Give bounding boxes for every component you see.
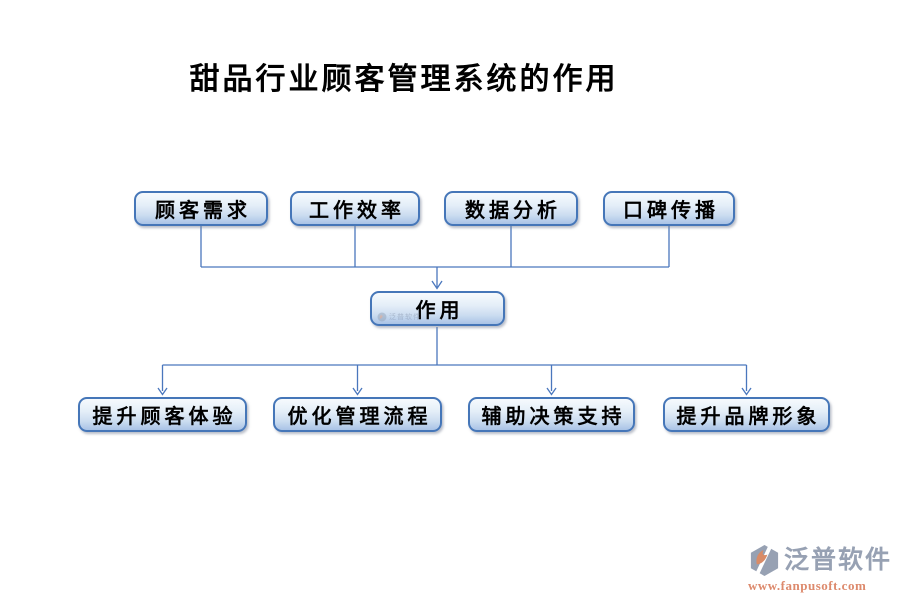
node-word-of-mouth: 口碑传播 [603, 191, 735, 226]
vendor-url-text: www.fanpusoft.com [747, 578, 867, 593]
node-data-analysis: 数据分析 [444, 191, 578, 226]
node-decision-support: 辅助决策支持 [468, 397, 635, 432]
arrowhead-bottom-2 [352, 387, 363, 396]
arrowhead-bottom-1 [157, 387, 168, 396]
watermark: 泛普软件 [377, 312, 421, 322]
node-work-efficiency: 工作效率 [290, 191, 420, 226]
connector-bottom-verticals [161, 365, 748, 391]
node-optimize-management-process: 优化管理流程 [273, 397, 442, 432]
arrowhead-bottom-3 [546, 387, 557, 396]
node-customer-needs: 顾客需求 [134, 191, 268, 226]
vendor-brand-text: 泛普软件 [783, 547, 892, 574]
arrowhead-center [431, 280, 443, 290]
watermark-brand-text: 泛普软件 [389, 313, 421, 321]
diagram-title: 甜品行业顾客管理系统的作用 [189, 63, 619, 96]
vendor-logo: 泛普软件 www.fanpusoft.com [748, 544, 892, 592]
node-improve-customer-experience: 提升顾客体验 [78, 397, 247, 432]
watermark-logo-icon [377, 312, 387, 322]
vendor-logo-icon [750, 544, 779, 577]
node-role: 作用 泛普软件 [370, 291, 505, 326]
node-role-label: 作用 [415, 300, 464, 322]
arrowhead-bottom-4 [741, 387, 752, 396]
connector-top-verticals [200, 226, 670, 267]
node-enhance-brand-image: 提升品牌形象 [663, 397, 830, 432]
